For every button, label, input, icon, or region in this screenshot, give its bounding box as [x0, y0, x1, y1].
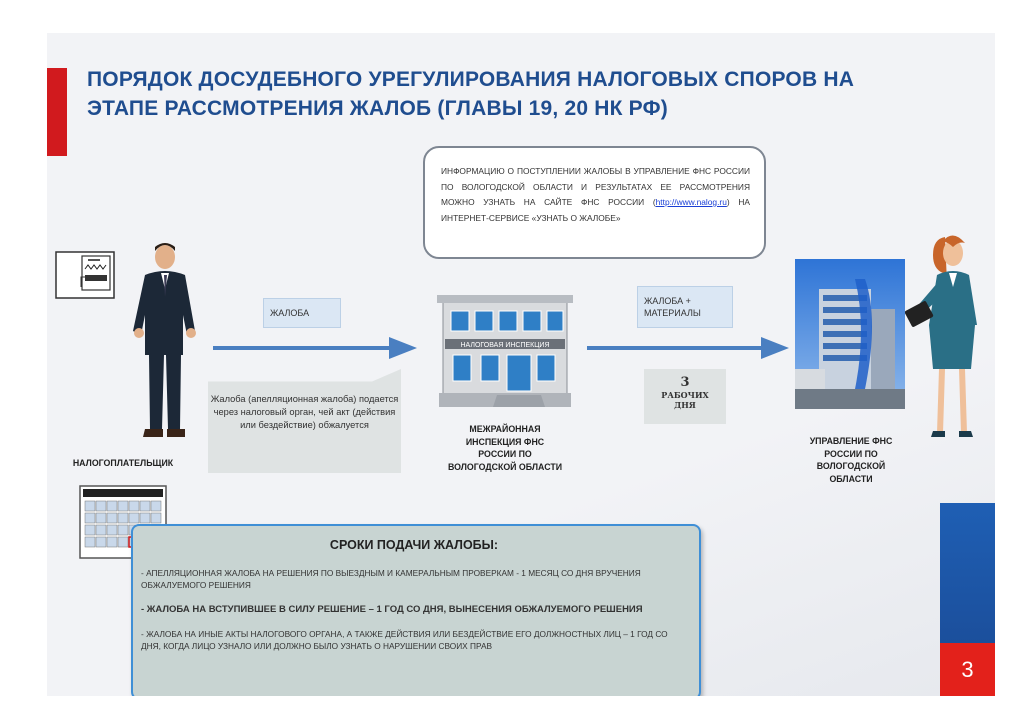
complaint-materials-label: ЖАЛОБА + МАТЕРИАЛЫ	[637, 286, 733, 328]
department-building-photo	[795, 259, 905, 409]
corner-blue-block	[940, 503, 995, 643]
deadlines-title: СРОКИ ПОДАЧИ ЖАЛОБЫ:	[329, 538, 499, 552]
calendar-icon	[79, 485, 167, 559]
complaint-note: Жалоба (апелляционная жалоба) подается ч…	[208, 369, 401, 473]
info-text-after: ) на интернет-сервисе «Узнать о жалобе»	[441, 197, 750, 223]
info-box: Информацию о поступлении жалобы в Управл…	[423, 146, 766, 259]
deadline-item-appeal: - апелляционная жалоба на решения по вые…	[141, 568, 641, 590]
inspection-caption: МЕЖРАЙОННАЯ ИНСПЕКЦИЯ ФНС РОССИИ ПО ВОЛО…	[447, 424, 563, 472]
page-number: 3	[940, 643, 995, 696]
department-caption: УПРАВЛЕНИЕ ФНС РОССИИ ПО ВОЛОГОДСКОЙ ОБЛ…	[809, 436, 893, 484]
document-icon	[55, 251, 115, 299]
arrow-right-icon	[587, 337, 789, 359]
inspection-building-icon: НАЛОГОВАЯ ИНСПЕКЦИЯ	[437, 295, 573, 407]
three-working-days: 3 РАБОЧИХ ДНЯ	[644, 369, 726, 424]
deadline-item-effective: - жалоба на вступившее в силу решение – …	[141, 604, 643, 615]
complaint-label: ЖАЛОБА	[263, 298, 341, 328]
inspector-woman-figure	[905, 235, 977, 437]
deadlines-panel: СРОКИ ПОДАЧИ ЖАЛОБЫ: - апелляционная жал…	[131, 524, 701, 696]
taxpayer-caption: НАЛОГОПЛАТЕЛЬЩИК	[72, 458, 174, 468]
days-label: РАБОЧИХ ДНЯ	[661, 390, 709, 410]
deadline-item-other: - жалоба на иные акты налогового органа,…	[141, 629, 668, 651]
slide-title: ПОРЯДОК ДОСУДЕБНОГО УРЕГУЛИРОВАНИЯ НАЛОГ…	[87, 68, 855, 120]
info-text-before: Информацию о поступлении жалобы в Управл…	[441, 166, 750, 207]
days-number: 3	[680, 375, 690, 390]
building-sign: НАЛОГОВАЯ ИНСПЕКЦИЯ	[460, 342, 549, 349]
slide: ПОРЯДОК ДОСУДЕБНОГО УРЕГУЛИРОВАНИЯ НАЛОГ…	[47, 33, 995, 696]
arrow-right-icon	[213, 337, 417, 359]
title-accent-bar	[47, 68, 67, 156]
taxpayer-figure	[133, 243, 196, 437]
nalog-link[interactable]: http://www.nalog.ru	[655, 197, 727, 207]
